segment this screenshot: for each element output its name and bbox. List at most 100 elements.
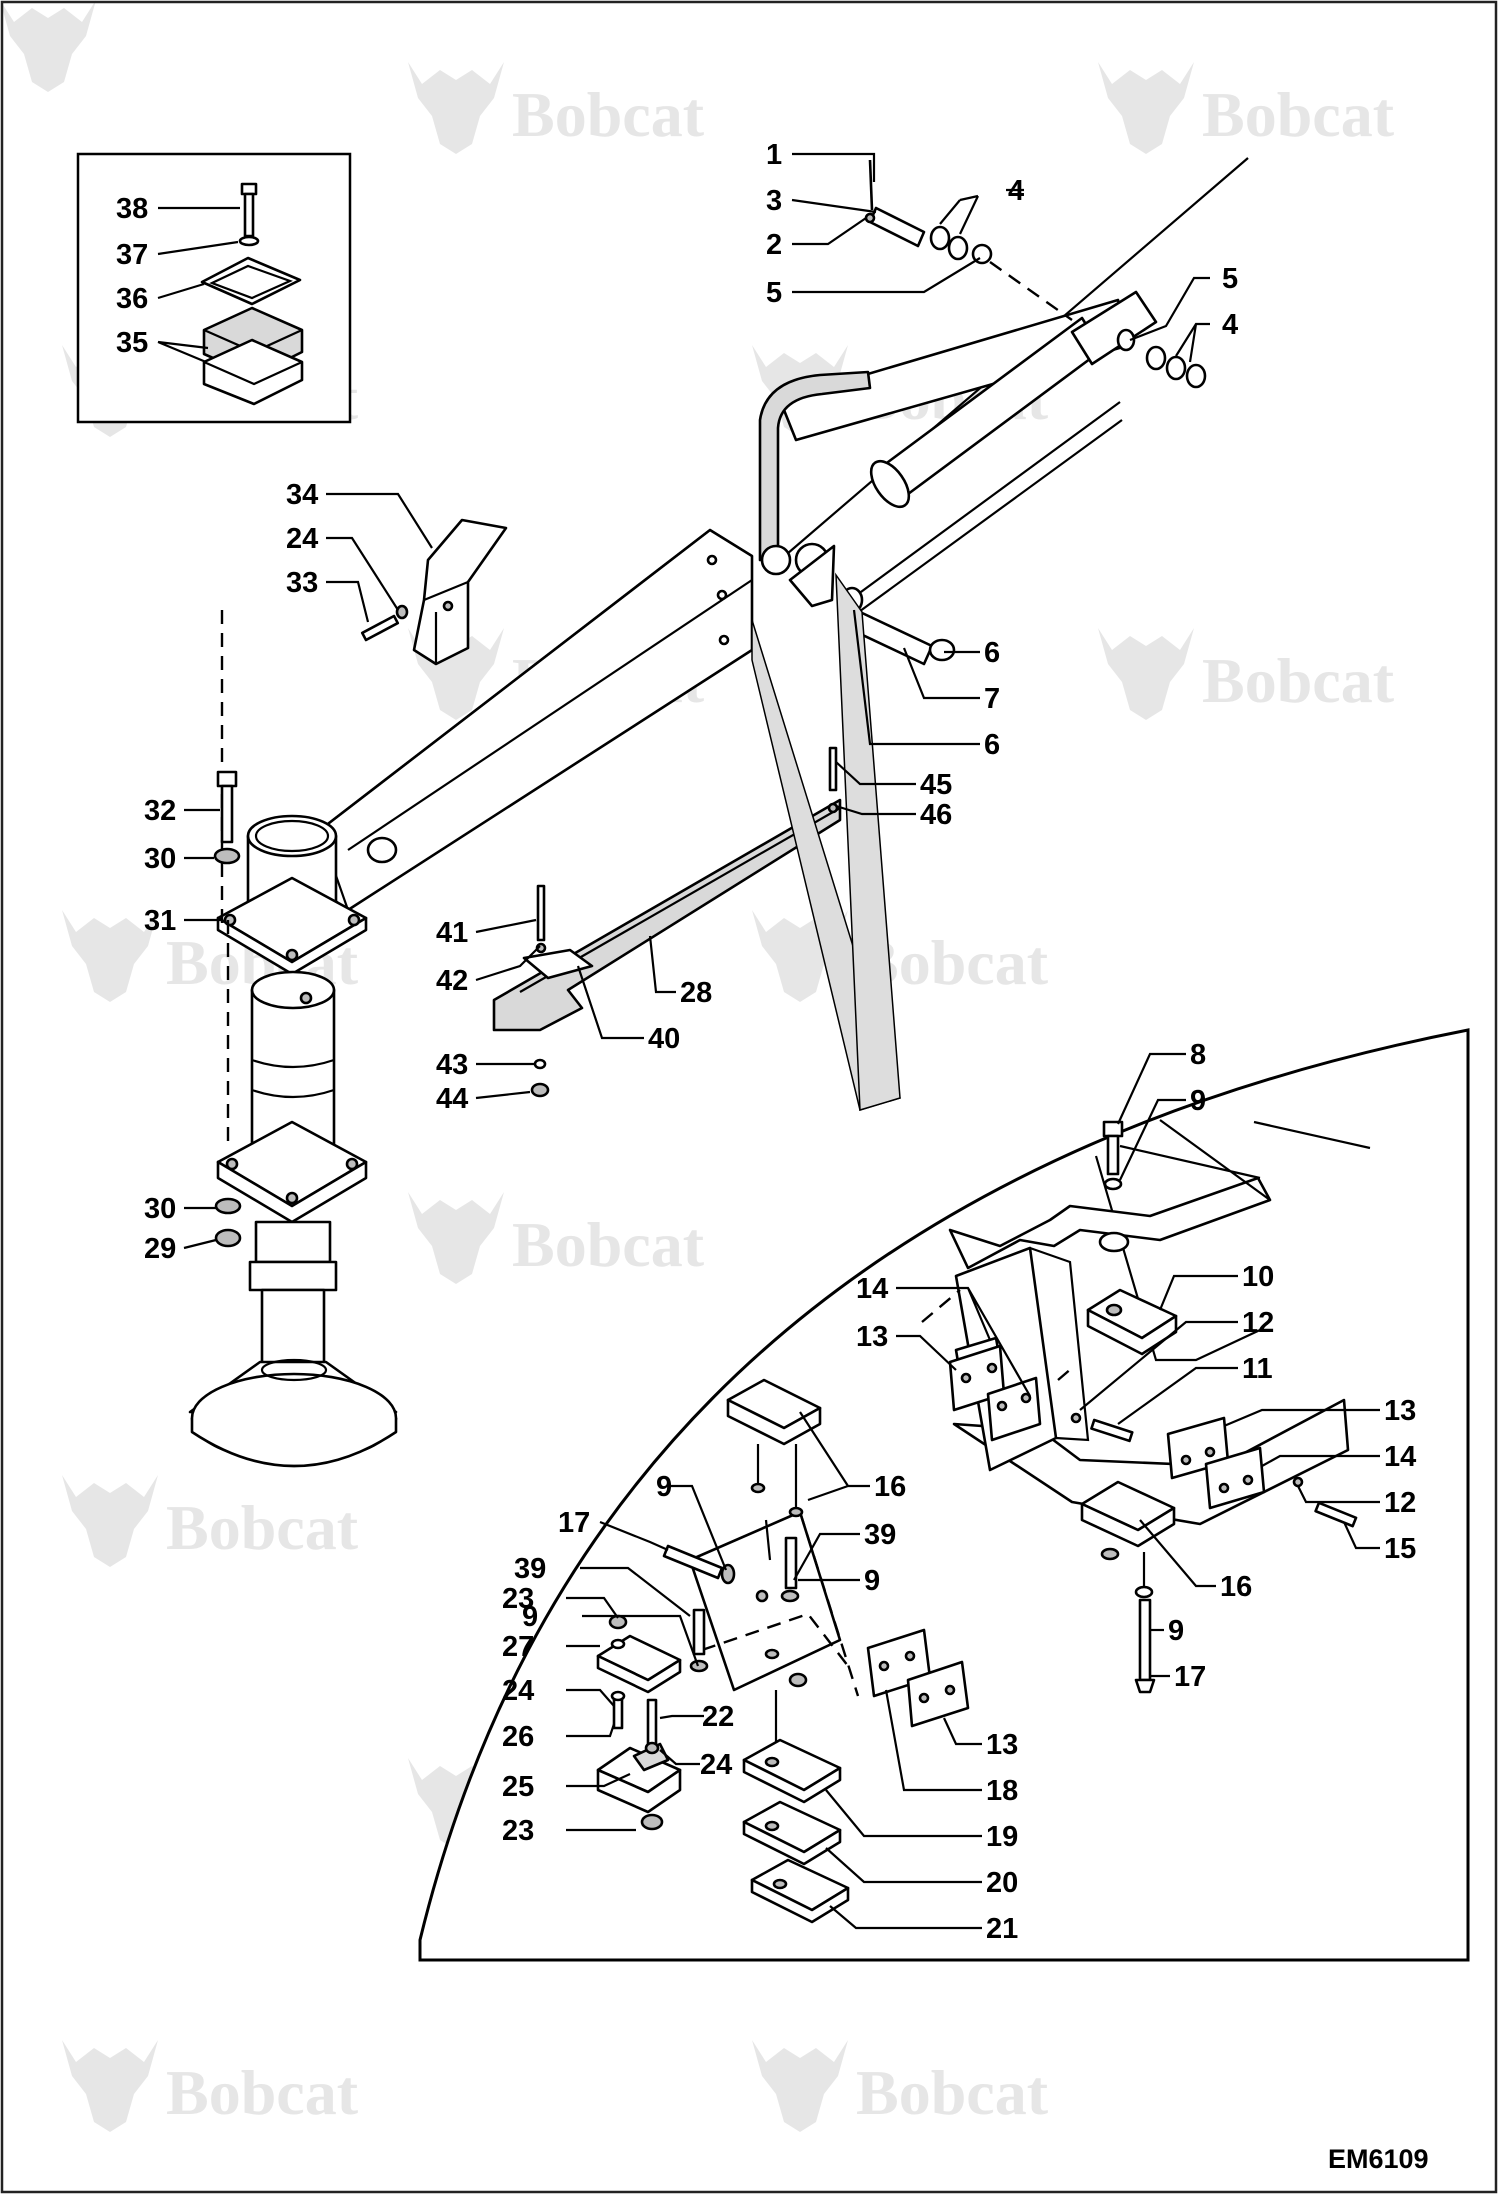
- callout-19: 19: [986, 1821, 1018, 1853]
- washer-4c: [1145, 345, 1167, 371]
- washer-30-upper: [213, 847, 241, 865]
- callout-46: 46: [920, 799, 952, 831]
- callout-13-left: 13: [856, 1321, 888, 1353]
- cable-chain-28: [492, 798, 842, 1032]
- watermark-row-8: Bobcat Bobcat: [62, 2040, 1049, 2132]
- callout-12-right: 12: [1384, 1487, 1416, 1519]
- callout-21: 21: [986, 1913, 1018, 1945]
- detail-region: [418, 1028, 1470, 1962]
- callout-5-right: 5: [1222, 263, 1238, 295]
- pin-3: [868, 206, 926, 248]
- watermark-text: Bobcat: [512, 79, 705, 150]
- callout-33: 33: [286, 567, 318, 599]
- callout-26: 26: [502, 1721, 534, 1753]
- washer-4e: [1185, 363, 1207, 389]
- callout-42: 42: [436, 965, 468, 997]
- washer-12a: [1070, 1412, 1082, 1424]
- callout-13-right: 13: [1384, 1395, 1416, 1427]
- hydraulic-cylinder: [758, 157, 1249, 615]
- screw-33: [360, 614, 400, 642]
- callout-38: 38: [116, 193, 148, 225]
- callout-40: 40: [648, 1023, 680, 1055]
- bolt-39-left: [692, 1608, 706, 1656]
- callout-16-left: 16: [874, 1471, 906, 1503]
- crane-assembly: [188, 528, 754, 1468]
- watermark-logo: [0, 0, 96, 92]
- callout-15: 15: [1384, 1533, 1416, 1565]
- screw-45: [828, 746, 838, 792]
- washer-37: [238, 235, 260, 247]
- callout-27: 27: [502, 1631, 534, 1663]
- callout-45: 45: [920, 769, 952, 801]
- callout-14-left: 14: [856, 1273, 888, 1305]
- washer-9-right: [1134, 1585, 1154, 1599]
- screw-15: [1314, 1501, 1358, 1528]
- watermark-text: Bobcat: [166, 1492, 359, 1563]
- watermark-text: Bobcat: [856, 2057, 1049, 2128]
- callout-17-left: 17: [558, 1507, 590, 1539]
- callout-7: 7: [984, 683, 1000, 715]
- callout-30-upper: 30: [144, 843, 176, 875]
- washer-4b: [947, 235, 969, 261]
- callout-39-left: 39: [514, 1553, 546, 1585]
- bracket-34: [412, 518, 508, 666]
- plate-36: [200, 256, 302, 306]
- callout-32: 32: [144, 795, 176, 827]
- callout-30-lower: 30: [144, 1193, 176, 1225]
- washer-46: [827, 802, 839, 814]
- cylinder-end: [1070, 290, 1158, 366]
- callout-29: 29: [144, 1233, 176, 1265]
- callout-39-right: 39: [864, 1519, 896, 1551]
- callout-8: 8: [1190, 1039, 1206, 1071]
- callout-35: 35: [116, 327, 148, 359]
- washer-24-left: [610, 1690, 626, 1702]
- callout-4-right: 4: [1222, 309, 1238, 341]
- bolt-32: [216, 770, 238, 844]
- ring-5b: [1116, 328, 1136, 352]
- washer-6: [928, 638, 956, 662]
- nut-29: [214, 1228, 242, 1248]
- bolt-22: [646, 1698, 658, 1746]
- callout-28: 28: [680, 977, 712, 1009]
- washer-43: [533, 1058, 547, 1070]
- washer-12b: [1292, 1476, 1304, 1488]
- bolt-8: [1102, 1120, 1124, 1138]
- pin-1-handle: [868, 159, 874, 211]
- pad-14-right: [1204, 1446, 1266, 1510]
- spacer: [1098, 1231, 1130, 1253]
- callout-9-top: 9: [1190, 1085, 1206, 1117]
- callout-1: 1: [766, 139, 782, 171]
- watermark-text: Bobcat: [166, 2057, 359, 2128]
- callout-5-top: 5: [766, 277, 782, 309]
- clip-2: [864, 212, 876, 224]
- stand-tube: [260, 1288, 326, 1374]
- detail-assembly: [596, 1119, 1371, 1924]
- callout-20: 20: [986, 1867, 1018, 1899]
- callout-24-mid: 24: [700, 1749, 732, 1781]
- callout-9-upper-left: 9: [656, 1471, 672, 1503]
- bracket-40: [522, 948, 594, 980]
- callout-23-lower: 23: [502, 1815, 534, 1847]
- callout-9-right: 9: [1168, 1615, 1184, 1647]
- bolt-38: [240, 182, 258, 238]
- boom-hole: [366, 836, 398, 864]
- zoom-ray-right: [835, 572, 901, 1111]
- callout-11: 11: [1242, 1353, 1273, 1385]
- pivot-bushing-left: [760, 544, 792, 576]
- callout-12-top: 12: [1242, 1307, 1274, 1339]
- callout-37: 37: [116, 239, 148, 271]
- washer-30-lower: [214, 1197, 242, 1215]
- callout-16-right: 16: [1220, 1571, 1252, 1603]
- callout-41: 41: [436, 917, 468, 949]
- watermark-text: Bobcat: [1202, 645, 1395, 716]
- drawing-code: EM6109: [1328, 2144, 1429, 2174]
- block-35-lower: [202, 338, 304, 406]
- washer-9: [1103, 1177, 1123, 1191]
- callout-13-lower: 13: [986, 1729, 1018, 1761]
- callout-14-right: 14: [1384, 1441, 1416, 1473]
- washer-9-left: [720, 1563, 736, 1585]
- callout-9-mid: 9: [864, 1565, 880, 1597]
- callout-24: 24: [286, 523, 318, 555]
